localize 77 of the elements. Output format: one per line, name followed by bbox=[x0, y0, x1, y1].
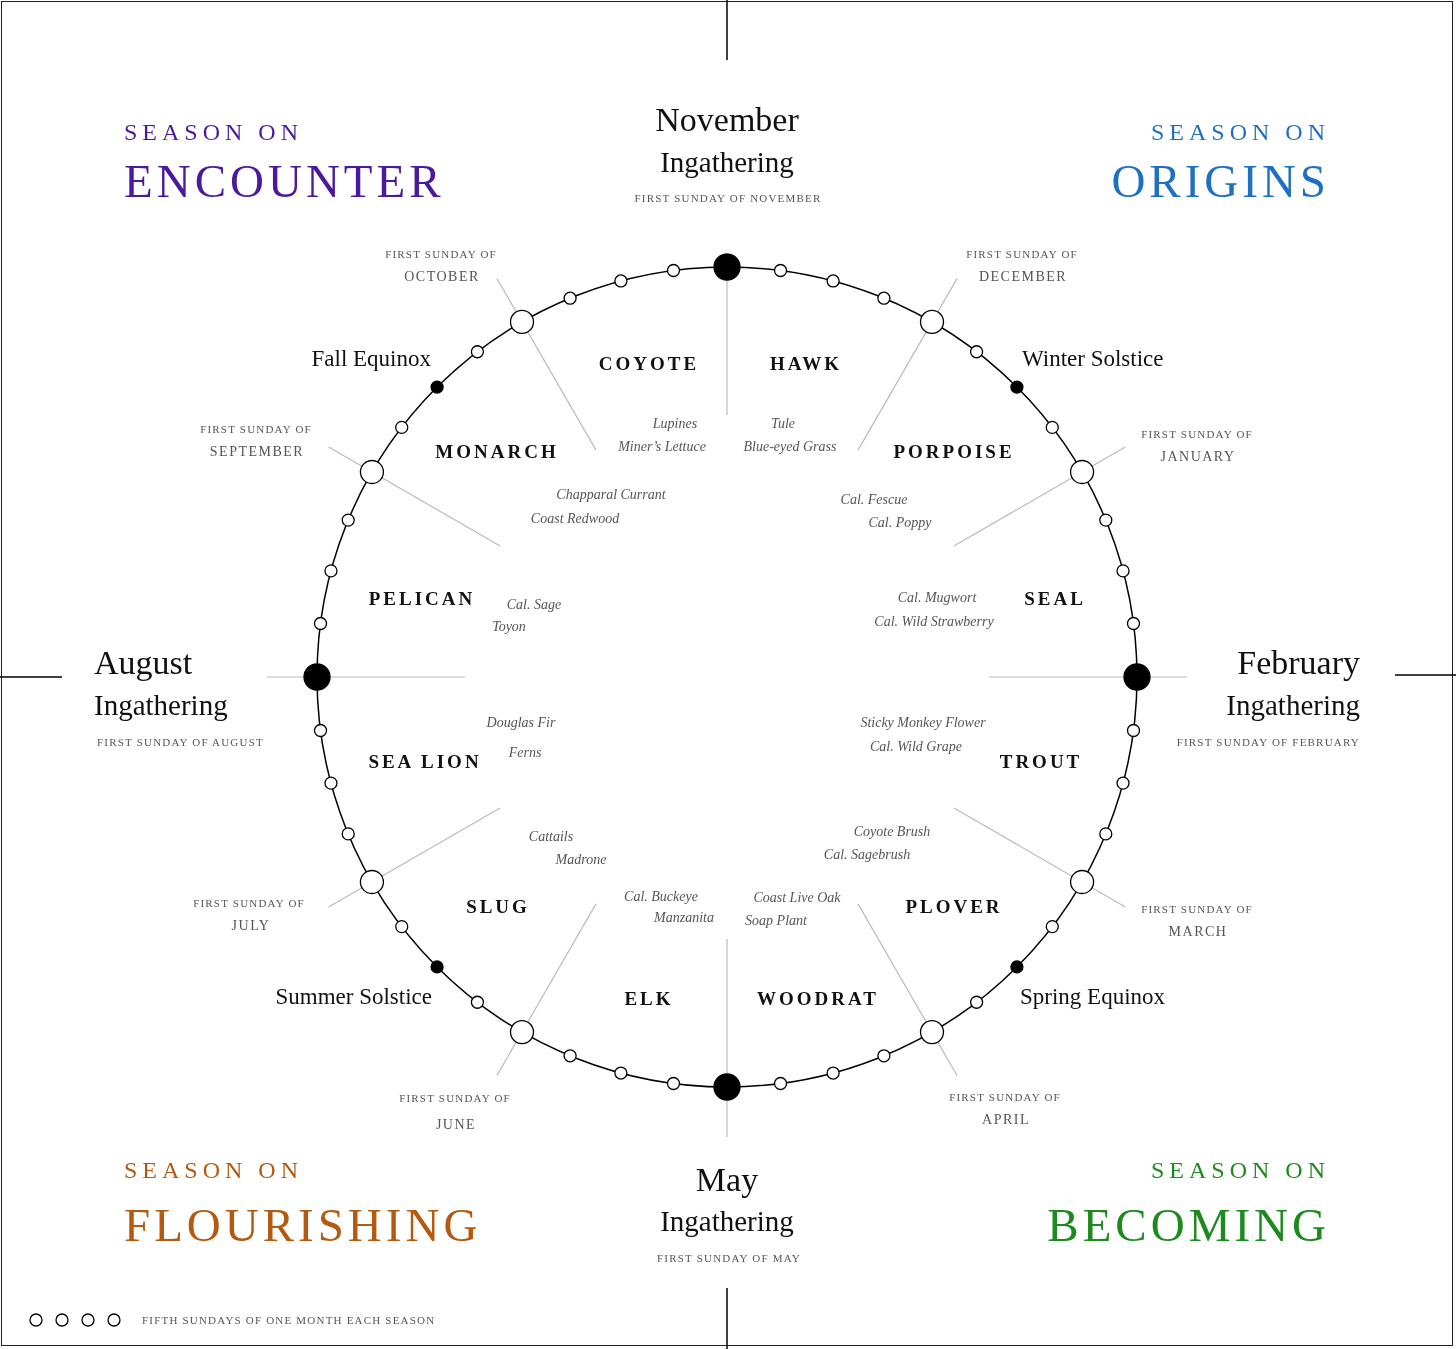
plant-label: Soap Plant bbox=[745, 913, 807, 929]
date-note: FIRST SUNDAY OF bbox=[385, 247, 497, 261]
animal-label: SEAL bbox=[1024, 588, 1086, 610]
ingathering-label: Ingathering bbox=[1226, 690, 1360, 722]
date-note: FIRST SUNDAY OF bbox=[193, 896, 305, 910]
date-note: FIRST SUNDAY OF FEBRUARY bbox=[1176, 735, 1360, 749]
plant-label: Cal. Wild Strawberry bbox=[874, 614, 994, 630]
date-note: FIRST SUNDAY OF bbox=[966, 247, 1078, 261]
date-note: FIRST SUNDAY OF bbox=[1141, 902, 1253, 916]
ingathering-month: August bbox=[94, 644, 193, 682]
date-note: FIRST SUNDAY OF bbox=[949, 1090, 1061, 1104]
plant-label: Lupines bbox=[652, 416, 698, 432]
date-note: FIRST SUNDAY OF MAY bbox=[657, 1251, 801, 1265]
ingathering-label: Ingathering bbox=[660, 1206, 794, 1238]
plant-label: Cal. Mugwort bbox=[897, 590, 977, 606]
season-name: ORIGINS bbox=[1111, 156, 1330, 208]
ingathering-month: February bbox=[1237, 644, 1360, 682]
plant-label: Ferns bbox=[508, 745, 542, 761]
month-label: OCTOBER bbox=[404, 269, 480, 285]
season-kicker: SEASON ON bbox=[1151, 118, 1330, 146]
animal-label: PELICAN bbox=[368, 588, 476, 610]
season-kicker: SEASON ON bbox=[124, 1156, 303, 1184]
month-label: JANUARY bbox=[1160, 449, 1236, 465]
month-label: JUNE bbox=[435, 1117, 477, 1133]
event-label: Winter Solstice bbox=[1022, 346, 1164, 372]
plant-label: Miner’s Lettuce bbox=[618, 439, 706, 455]
season-kicker: SEASON ON bbox=[124, 118, 303, 146]
plant-label: Cal. Poppy bbox=[868, 515, 932, 531]
plant-label: Sticky Monkey Flower bbox=[860, 715, 986, 731]
plant-label: Cal. Buckeye bbox=[624, 889, 698, 905]
ingathering-label: Ingathering bbox=[660, 147, 794, 179]
plant-label: Cal. Fescue bbox=[840, 492, 908, 508]
plant-label: Toyon bbox=[492, 619, 526, 635]
plant-label: Cal. Sage bbox=[506, 597, 562, 613]
date-note: FIRST SUNDAY OF NOVEMBER bbox=[634, 191, 822, 205]
event-label: Summer Solstice bbox=[275, 984, 432, 1010]
animal-label: SLUG bbox=[466, 896, 530, 918]
plant-label: Madrone bbox=[555, 852, 607, 868]
ingathering-month: November bbox=[655, 101, 799, 139]
plant-label: Coast Live Oak bbox=[753, 890, 841, 906]
plant-label: Cattails bbox=[528, 829, 574, 845]
animal-label: MONARCH bbox=[435, 441, 559, 463]
plant-label: Blue-eyed Grass bbox=[743, 439, 837, 455]
animal-label: COYOTE bbox=[598, 353, 700, 375]
ingathering-month: May bbox=[695, 1161, 759, 1199]
month-label: DECEMBER bbox=[978, 269, 1068, 285]
plant-label: Manzanita bbox=[654, 910, 714, 926]
ingathering-label: Ingathering bbox=[94, 690, 228, 722]
animal-label: PLOVER bbox=[905, 896, 1003, 918]
animal-label: TROUT bbox=[999, 751, 1083, 773]
plant-label: Chapparal Currant bbox=[556, 487, 666, 503]
date-note: FIRST SUNDAY OF bbox=[399, 1091, 511, 1105]
event-label: Fall Equinox bbox=[311, 346, 431, 372]
plant-label: Douglas Fir bbox=[486, 715, 556, 731]
animal-label: SEA LION bbox=[368, 751, 482, 773]
season-name: BECOMING bbox=[1047, 1200, 1330, 1252]
plant-label: Coast Redwood bbox=[530, 511, 620, 527]
month-label: APRIL bbox=[982, 1112, 1030, 1128]
season-name: FLOURISHING bbox=[124, 1200, 482, 1252]
animal-label: HAWK bbox=[769, 353, 843, 375]
plant-label: Coyote Brush bbox=[853, 824, 931, 840]
legend-text: FIFTH SUNDAYS OF ONE MONTH EACH SEASON bbox=[142, 1314, 436, 1326]
month-label: SEPTEMBER bbox=[209, 444, 305, 460]
date-note: FIRST SUNDAY OF AUGUST bbox=[97, 735, 264, 749]
season-kicker: SEASON ON bbox=[1151, 1156, 1330, 1184]
plant-label: Tule bbox=[770, 416, 796, 432]
date-note: FIRST SUNDAY OF bbox=[1141, 427, 1253, 441]
season-name: ENCOUNTER bbox=[124, 156, 445, 208]
month-label: MARCH bbox=[1168, 924, 1228, 940]
month-label: JULY bbox=[231, 918, 271, 934]
event-label: Spring Equinox bbox=[1020, 984, 1166, 1010]
plant-label: Cal. Sagebrush bbox=[823, 847, 911, 863]
plant-label: Cal. Wild Grape bbox=[869, 739, 963, 755]
animal-label: PORPOISE bbox=[893, 441, 1015, 463]
date-note: FIRST SUNDAY OF bbox=[200, 422, 312, 436]
animal-label: ELK bbox=[624, 988, 674, 1010]
animal-label: WOODRAT bbox=[757, 988, 879, 1010]
